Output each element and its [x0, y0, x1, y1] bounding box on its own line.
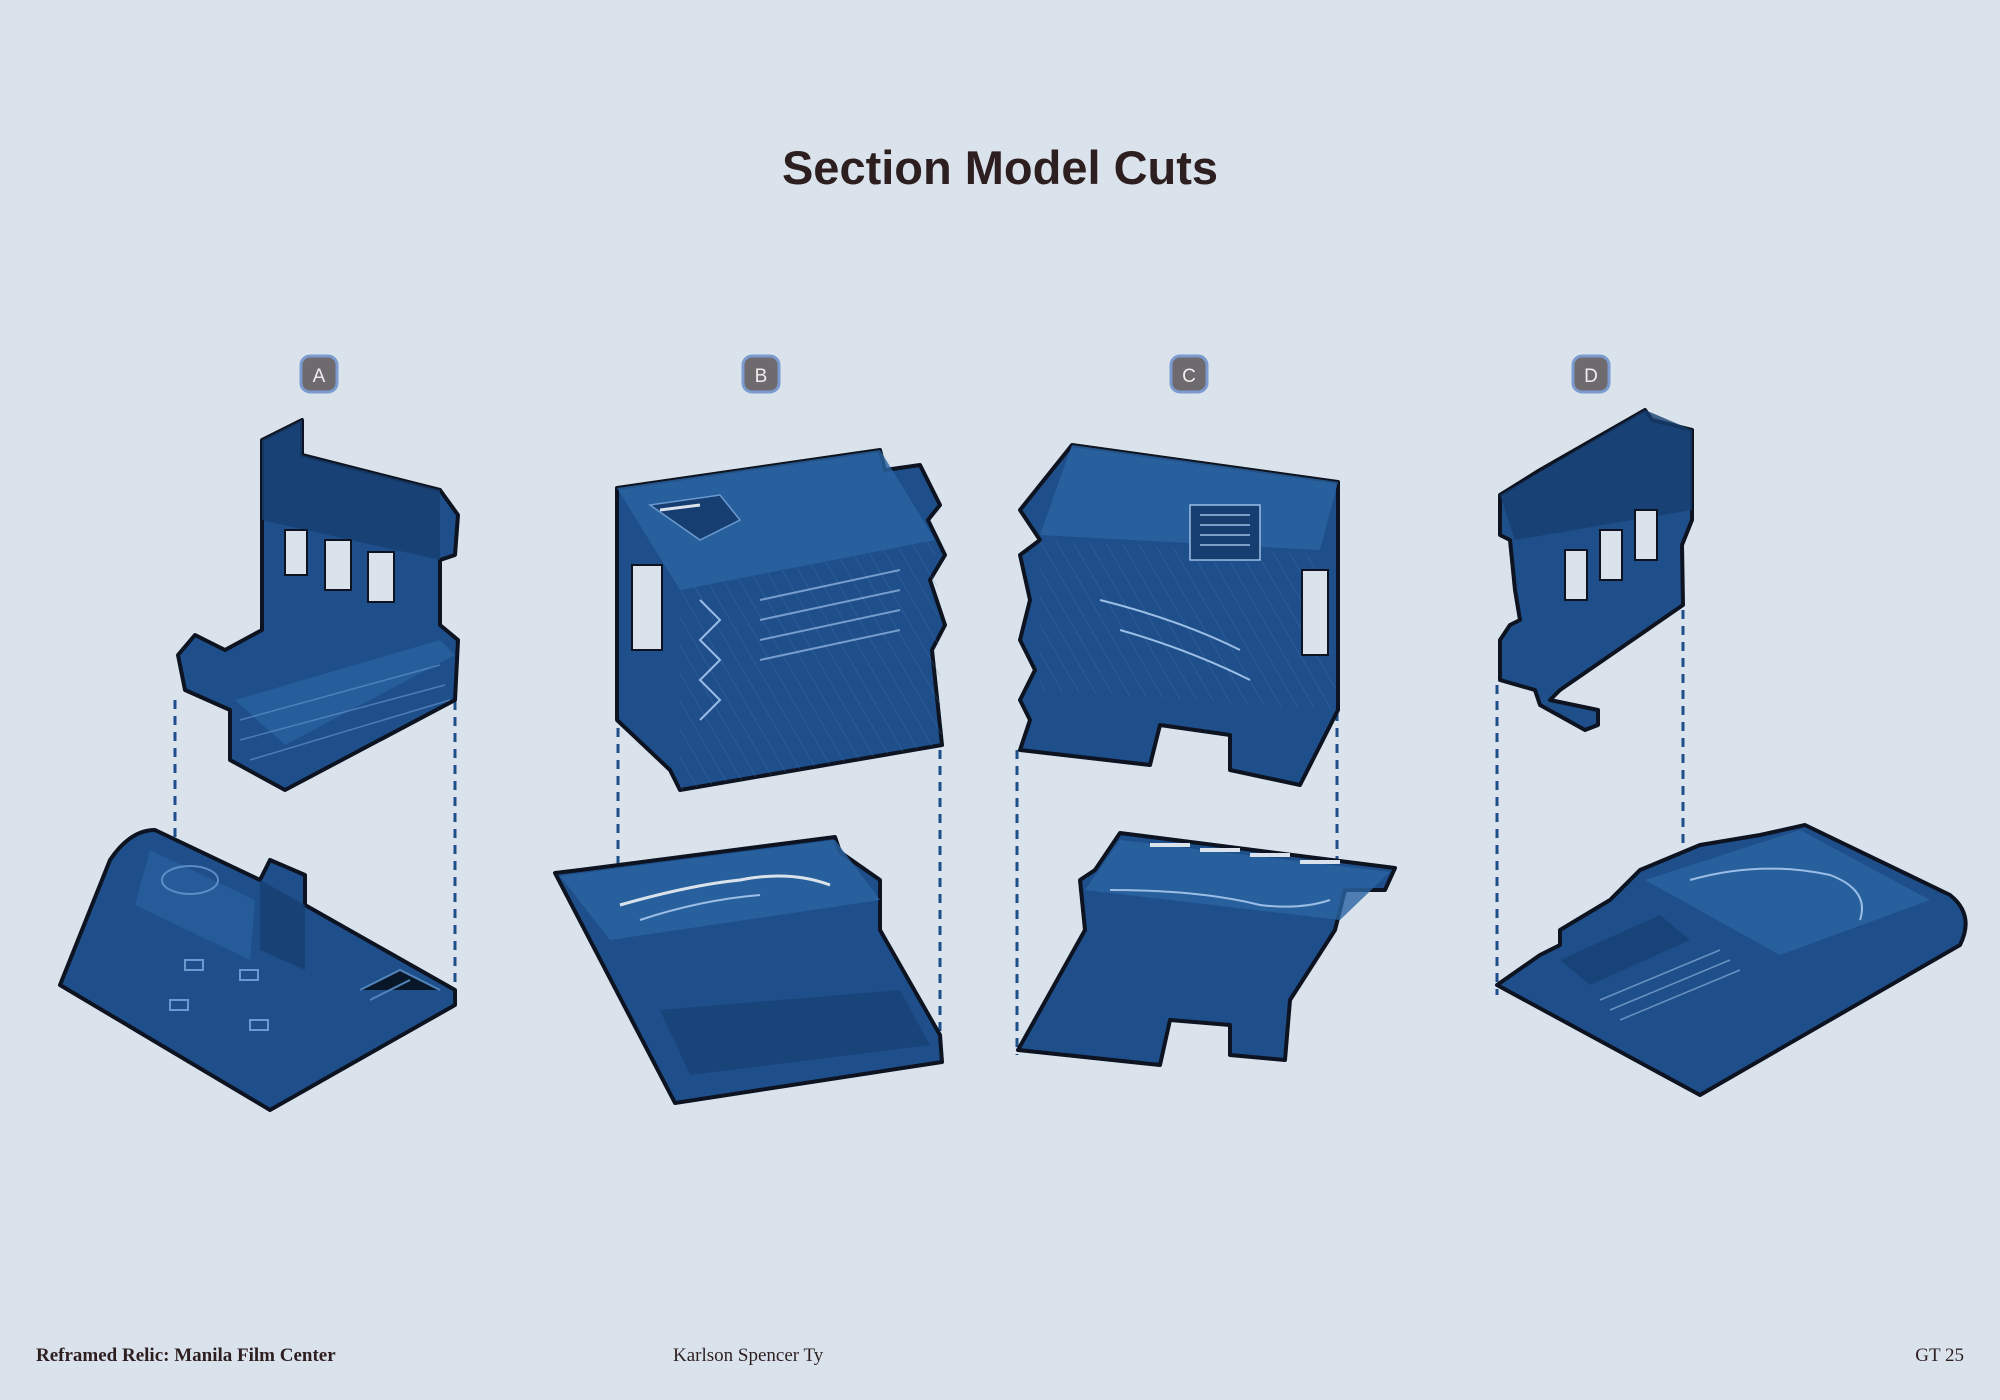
- cut-a-label: A: [313, 366, 326, 387]
- footer-page-number: GT 25: [1915, 1345, 1964, 1366]
- cut-b-badge: B: [741, 354, 781, 394]
- page-title: Section Model Cuts: [781, 141, 1219, 194]
- cut-d-label: D: [1584, 366, 1598, 387]
- cut-d-badge: D: [1571, 354, 1611, 394]
- cut-b-label: B: [755, 366, 768, 387]
- cut-c-group: C: [1015, 354, 1397, 1067]
- cut-c-badge: C: [1169, 354, 1209, 394]
- cut-d-group: D: [1495, 354, 1968, 1097]
- cut-b-group: B: [553, 354, 947, 1105]
- cut-c-label: C: [1182, 366, 1196, 387]
- cut-a-badge: A: [299, 354, 339, 394]
- cut-a-group: A: [58, 354, 460, 1112]
- footer-author: Karlson Spencer Ty: [673, 1345, 824, 1366]
- footer-project-title: Reframed Relic: Manila Film Center: [36, 1345, 336, 1366]
